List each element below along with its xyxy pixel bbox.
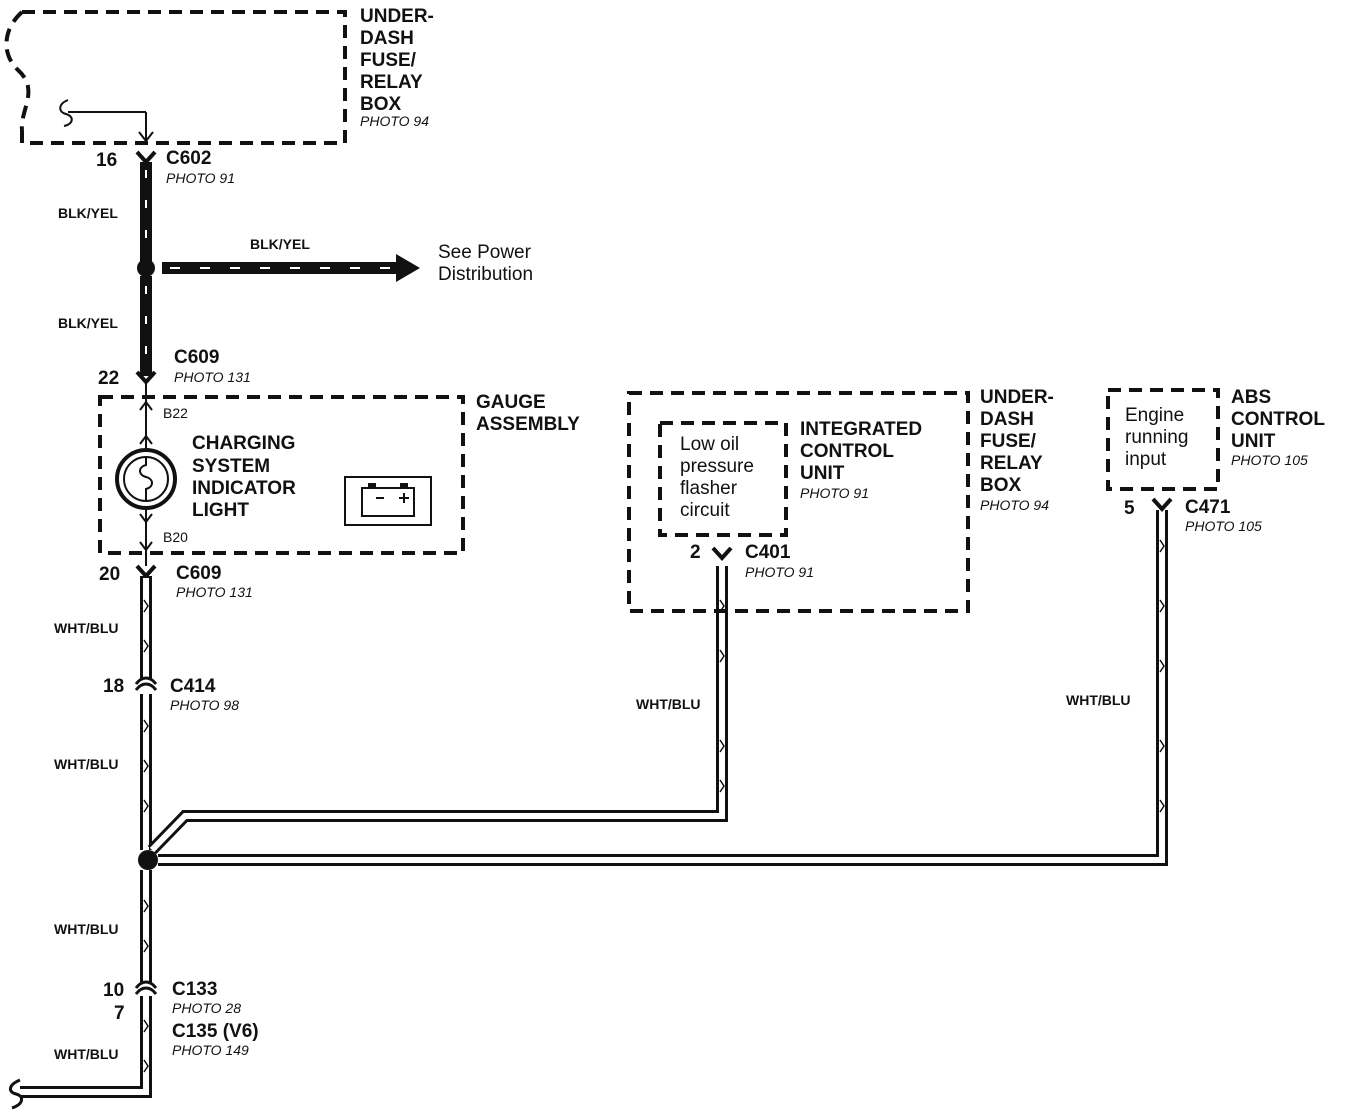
connector-c609-top: 22 C609 PHOTO 131 (98, 347, 251, 389)
wire-label-wht-blu-2: WHT/BLU (54, 756, 119, 772)
connector-c414: 18 C414 PHOTO 98 (103, 676, 239, 713)
underdash-right-title-5: BOX (980, 475, 1022, 496)
wire-label-wht-blu-icu: WHT/BLU (636, 696, 701, 712)
arrow-right-icon (396, 254, 420, 282)
c471-name: C471 (1185, 497, 1231, 518)
wire-blk-yel-1: BLK/YEL (58, 162, 152, 263)
abs-control-unit: Engine running input ABS CONTROL UNIT PH… (1106, 387, 1325, 534)
low-oil-line-1: Low oil (680, 434, 739, 455)
c401-photo: PHOTO 91 (745, 564, 814, 580)
underdash-right-title-2: DASH (980, 409, 1034, 430)
low-oil-line-2: pressure (680, 456, 754, 477)
connector-c401-symbol (711, 546, 733, 561)
wire-label-wht-blu-abs: WHT/BLU (1066, 692, 1131, 708)
see-power-line-2: Distribution (438, 264, 533, 285)
wire-wht-blu-main: WHT/BLU WHT/BLU WHT/BLU WHT/BLU (9, 576, 152, 1110)
underdash-top-title-3: FUSE/ (360, 50, 417, 71)
connector-c471-symbol (1151, 497, 1173, 512)
underdash-fuse-relay-box-top: UNDER- DASH FUSE/ RELAY BOX PHOTO 94 (4, 6, 434, 145)
splice-icon (137, 259, 155, 277)
c401-pin: 2 (690, 542, 701, 563)
pin-b22: B22 (163, 405, 188, 421)
icu-title-3: UNIT (800, 463, 845, 484)
c414-name: C414 (170, 676, 216, 697)
c602-name: C602 (166, 148, 211, 169)
c135-name: C135 (V6) (172, 1021, 259, 1042)
wire-label-wht-blu-3: WHT/BLU (54, 921, 119, 937)
wire-label-blk-yel-branch: BLK/YEL (250, 236, 310, 252)
icu-title-2: CONTROL (800, 441, 894, 462)
underdash-top-title-4: RELAY (360, 72, 423, 93)
c414-pin: 18 (103, 676, 124, 697)
gauge-assembly-title-2: ASSEMBLY (476, 414, 580, 435)
underdash-right-title-4: RELAY (980, 453, 1043, 474)
c609-top-name: C609 (174, 347, 219, 368)
underdash-top-title-1: UNDER- (360, 6, 434, 27)
abs-title-3: UNIT (1231, 431, 1276, 452)
splice-icon (138, 850, 158, 870)
battery-icon (344, 476, 432, 526)
abs-title-1: ABS (1231, 387, 1271, 408)
c609-bottom-name: C609 (176, 563, 221, 584)
gauge-assembly: GAUGE ASSEMBLY B22 B20 CHARGING SYSTEM I… (98, 384, 580, 566)
icu-photo: PHOTO 91 (800, 485, 869, 501)
pin-b20: B20 (163, 529, 188, 545)
underdash-right-title-1: UNDER- (980, 387, 1054, 408)
c401-name: C401 (745, 542, 791, 563)
wire-branch-abs: WHT/BLU (158, 510, 1168, 866)
low-oil-line-3: flasher (680, 478, 738, 499)
engine-input-line-3: input (1125, 449, 1167, 470)
wire-label-wht-blu-1: WHT/BLU (54, 620, 119, 636)
see-power-line-1: See Power (438, 242, 532, 263)
connector-c133-c135: 10 7 C133 PHOTO 28 C135 (V6) PHOTO 149 (103, 979, 259, 1058)
low-oil-line-4: circuit (680, 500, 730, 521)
charging-light-title-1: CHARGING (192, 433, 295, 454)
abs-photo: PHOTO 105 (1231, 452, 1308, 468)
c133-photo: PHOTO 28 (172, 1000, 241, 1016)
wire-label-blk-yel-2: BLK/YEL (58, 315, 118, 331)
underdash-top-photo: PHOTO 94 (360, 113, 429, 129)
ground-break-icon (9, 1078, 23, 1110)
gauge-assembly-title-1: GAUGE (476, 392, 546, 413)
connector-c602: 16 C602 PHOTO 91 (96, 148, 235, 186)
engine-input-line-1: Engine (1125, 405, 1184, 426)
bulb-icon (115, 448, 177, 510)
engine-input-line-2: running (1125, 427, 1188, 448)
wire-branch-icu: WHT/BLU (147, 566, 728, 855)
wire-label-wht-blu-4: WHT/BLU (54, 1046, 119, 1062)
underdash-right-photo: PHOTO 94 (980, 497, 1049, 513)
charging-light-title-3: INDICATOR (192, 478, 296, 499)
power-branch: BLK/YEL See Power Distribution (137, 236, 533, 285)
c471-pin: 5 (1124, 498, 1135, 519)
charging-light-title-2: SYSTEM (192, 456, 270, 477)
abs-title-2: CONTROL (1231, 409, 1325, 430)
c602-pin: 16 (96, 150, 117, 171)
c609-top-photo: PHOTO 131 (174, 369, 251, 385)
wire-label-blk-yel-1: BLK/YEL (58, 205, 118, 221)
integrated-control-unit: Low oil pressure flasher circuit INTEGRA… (627, 387, 1054, 613)
connector-c609-bottom: 20 C609 PHOTO 131 (99, 563, 253, 600)
c135-photo: PHOTO 149 (172, 1042, 249, 1058)
c609-bottom-pin: 20 (99, 564, 120, 585)
wire-blk-yel-2: BLK/YEL (58, 276, 152, 376)
charging-light-title-4: LIGHT (192, 500, 249, 521)
c133-pin: 10 (103, 980, 124, 1001)
c609-top-pin: 22 (98, 368, 119, 389)
icu-title-1: INTEGRATED (800, 419, 922, 440)
c414-photo: PHOTO 98 (170, 697, 239, 713)
c135-pin: 7 (114, 1003, 125, 1024)
wire-texture (143, 539, 1165, 1073)
c609-bottom-photo: PHOTO 131 (176, 584, 253, 600)
underdash-top-title-5: BOX (360, 94, 402, 115)
underdash-top-title-2: DASH (360, 28, 414, 49)
fuse-symbol-icon (59, 99, 154, 143)
c602-photo: PHOTO 91 (166, 170, 235, 186)
c133-name: C133 (172, 979, 217, 1000)
underdash-right-title-3: FUSE/ (980, 431, 1037, 452)
c471-photo: PHOTO 105 (1185, 518, 1262, 534)
